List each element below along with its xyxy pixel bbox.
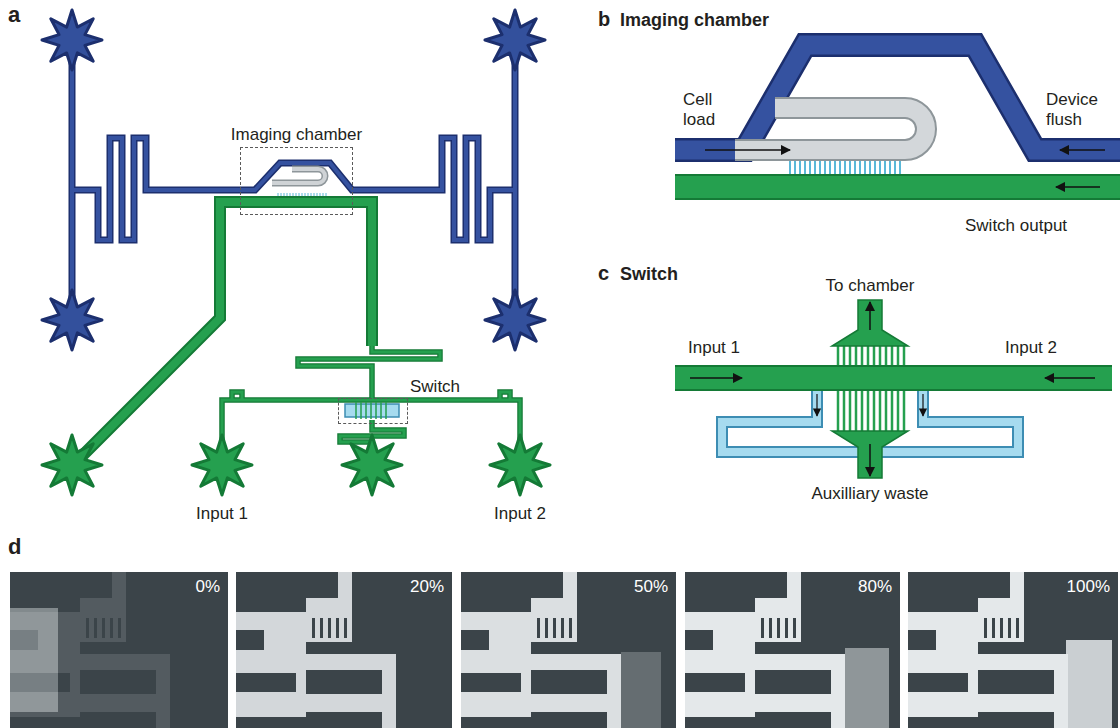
flow-label: To chamber — [826, 276, 915, 296]
flow-label: Auxilliary waste — [811, 484, 928, 504]
region-outline: Imaging chamber — [240, 147, 353, 215]
flow-channel — [675, 367, 1112, 389]
micrograph-panel: 100% — [908, 572, 1118, 728]
port-star — [42, 435, 102, 495]
waste-funnel — [832, 431, 908, 478]
flow-channel — [78, 202, 372, 460]
switch-comb — [356, 402, 386, 419]
micrograph-ground — [461, 572, 676, 728]
panel-letter: c — [598, 262, 609, 285]
node-label: 0% — [195, 577, 220, 597]
flow-arrow — [690, 377, 742, 379]
port-star — [485, 10, 545, 70]
micrograph-ground — [236, 572, 452, 728]
panel-letter: a — [8, 2, 20, 27]
micrograph-ground — [908, 572, 1118, 728]
flow-arrow — [1056, 186, 1100, 188]
micrograph-structure — [461, 572, 621, 728]
node-label: 80% — [858, 577, 892, 597]
inlet-label: Input 1 — [196, 504, 248, 524]
imaging-chamber-detail — [675, 45, 1120, 187]
micrograph-ground — [685, 572, 900, 728]
port-star — [485, 290, 545, 350]
dye-glow — [621, 652, 661, 728]
cell-chamber — [272, 169, 325, 183]
flow-label: Cell load — [683, 90, 735, 129]
label-anchor: Device flush — [1046, 90, 1110, 129]
node-label: 20% — [410, 577, 444, 597]
switch-detail — [675, 300, 1112, 478]
node-label: 50% — [634, 577, 668, 597]
flow-arrow — [816, 394, 817, 416]
flow-arrow — [869, 444, 871, 476]
node-label: Imaging chamber — [231, 125, 362, 145]
port-star — [192, 435, 252, 495]
port-star — [42, 290, 102, 350]
panel-letter: b — [598, 8, 610, 31]
panel-title: Imaging chamber — [620, 10, 769, 31]
control-channel — [72, 40, 515, 320]
device-layout — [42, 10, 550, 495]
flow-channel — [675, 365, 1112, 391]
cell-chamber — [272, 169, 325, 183]
dye-glow — [845, 648, 889, 728]
panel-title: Switch — [620, 264, 678, 285]
micrograph-structure — [685, 572, 845, 728]
port-star — [42, 10, 102, 70]
flow-arrow — [1060, 149, 1105, 151]
flow-arrow — [869, 302, 871, 330]
flow-channel — [78, 202, 372, 460]
micrograph-structure — [10, 572, 170, 728]
micrograph-panel: 80% — [685, 572, 900, 728]
port-star — [490, 435, 550, 495]
inlet-label: Input 2 — [494, 504, 546, 524]
panel-letter: d — [8, 534, 21, 559]
micrograph-panel: 50% — [461, 572, 676, 728]
micrograph-structure — [908, 572, 1068, 728]
node-label: Switch — [410, 377, 460, 397]
micrograph-ground — [10, 572, 228, 728]
flow-arrow — [705, 149, 790, 151]
flow-arrow — [1045, 377, 1095, 379]
flow-label: Device flush — [1046, 90, 1110, 129]
region-outline: Switch — [338, 398, 408, 424]
flow-channel — [675, 174, 1120, 200]
control-channel — [675, 45, 1120, 150]
flow-label: Input 2 — [1005, 338, 1057, 358]
port-star — [342, 435, 402, 495]
micrograph-structure — [236, 572, 396, 728]
outlet-funnel — [832, 300, 908, 346]
micrograph-strip — [10, 572, 1118, 728]
control-channel — [72, 40, 515, 320]
flow-label: Switch output — [965, 216, 1067, 236]
flow-arrow — [922, 394, 923, 416]
node-label: 100% — [1067, 577, 1110, 597]
micrograph-panel: 20% — [236, 572, 452, 728]
flow-channel — [675, 176, 1120, 198]
cell-chamber — [735, 108, 926, 150]
control-channel — [675, 45, 1120, 150]
label-anchor: Cell load — [683, 90, 735, 129]
switch-junction — [345, 404, 399, 417]
dye-glow — [1066, 640, 1112, 728]
flow-label: Input 1 — [688, 338, 740, 358]
micrograph-panel: 0% — [10, 572, 228, 728]
cell-chamber — [735, 108, 926, 150]
